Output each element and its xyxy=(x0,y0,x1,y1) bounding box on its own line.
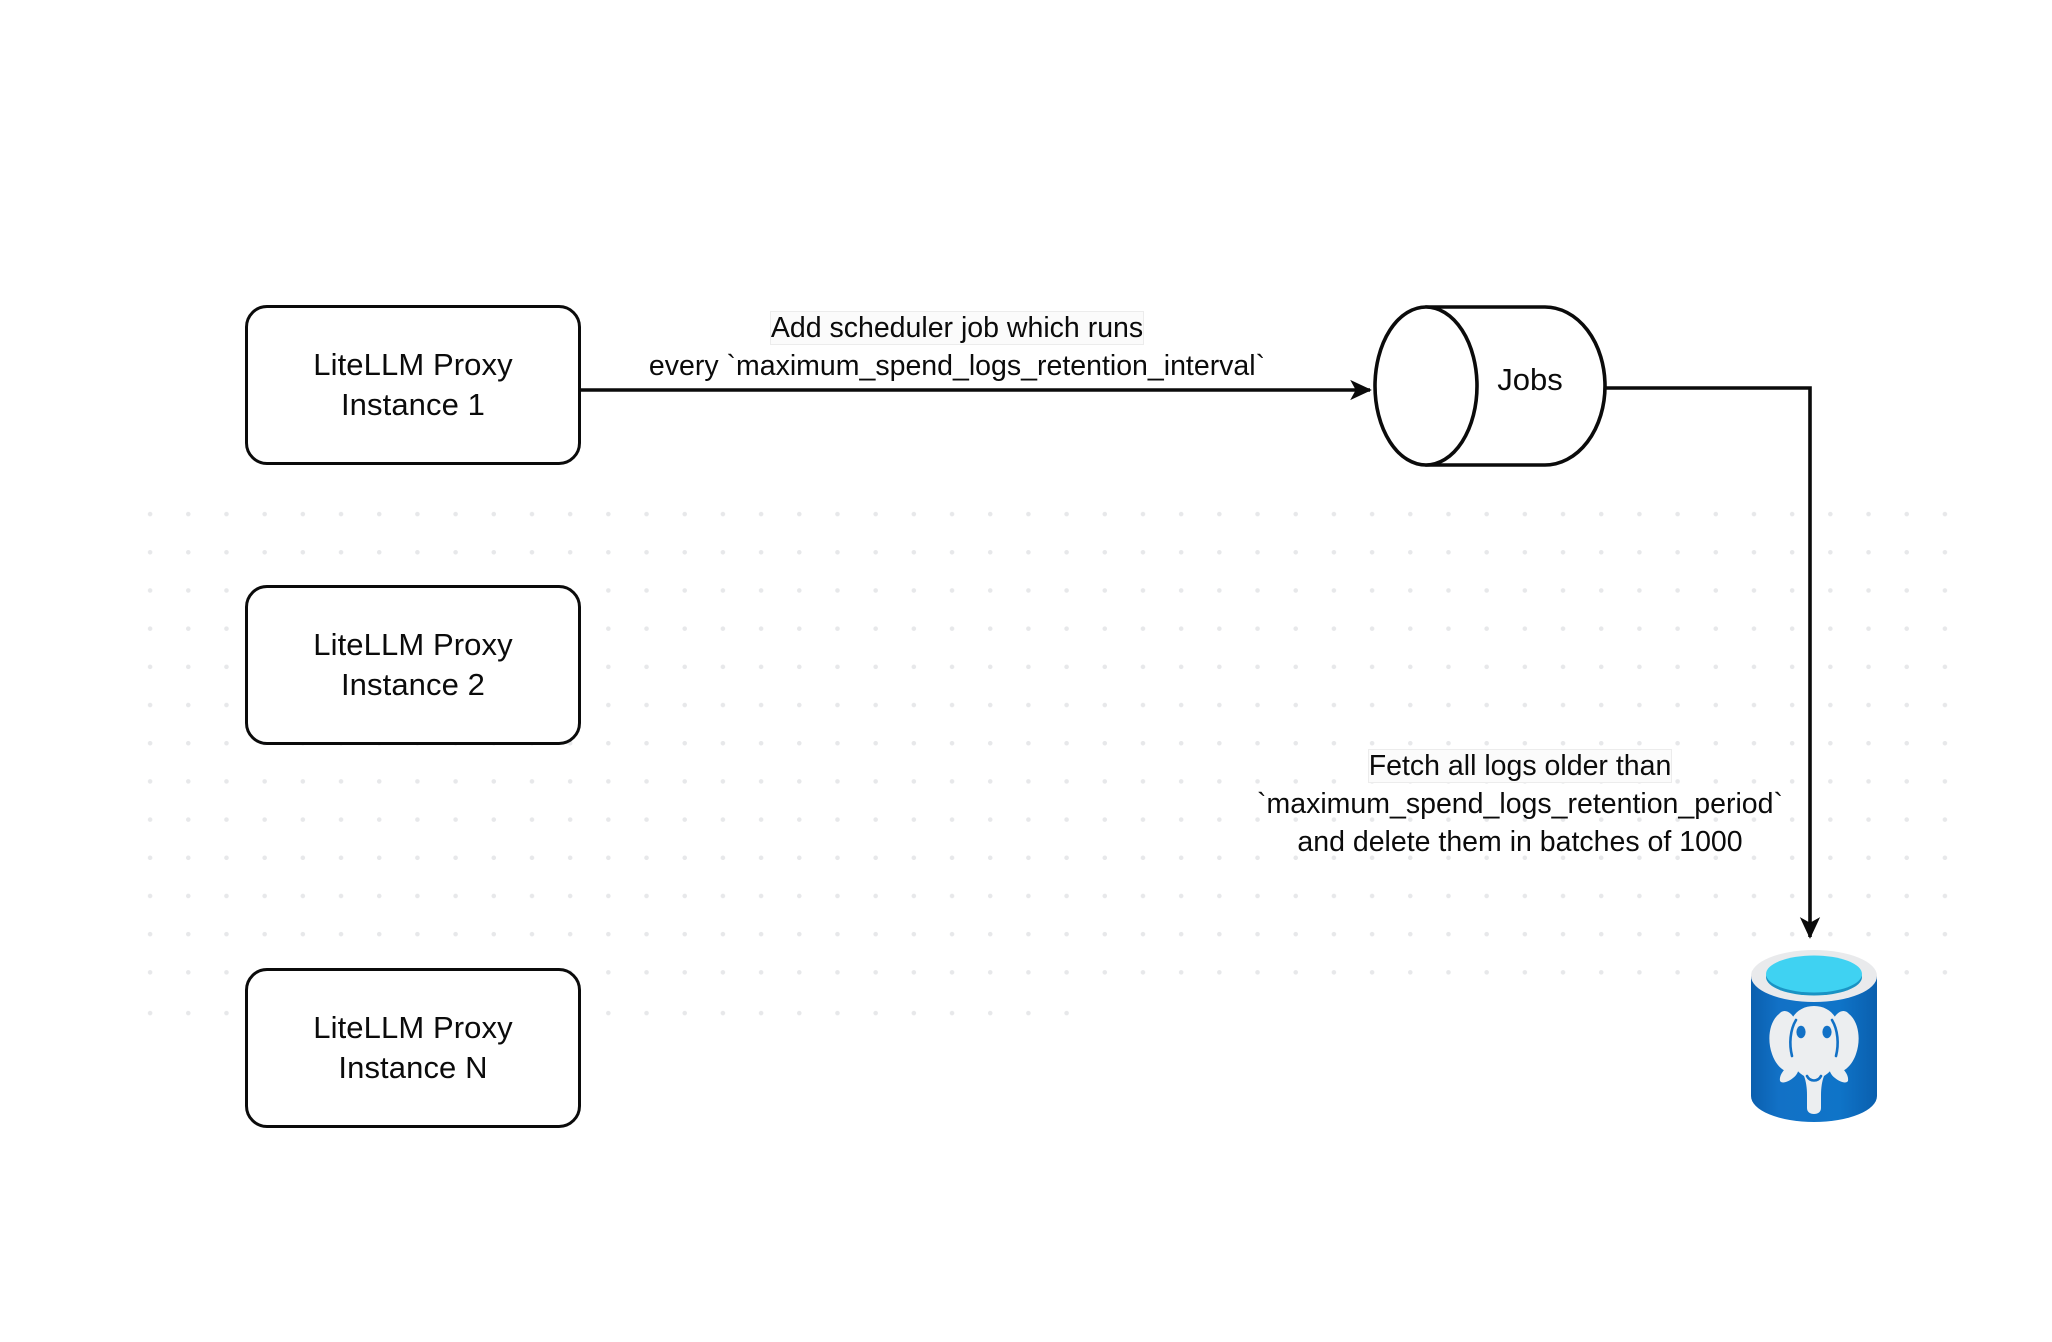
edge-label-scheduler-job: Add scheduler job which runs every `maxi… xyxy=(612,310,1302,386)
postgres-database-icon[interactable] xyxy=(1751,950,1877,1122)
node-label-jobs: Jobs xyxy=(1497,362,1563,397)
edge-label-line1: Add scheduler job which runs xyxy=(769,311,1145,345)
node-label-line1: LiteLLM Proxy xyxy=(313,1009,513,1045)
node-label-line2: Instance 1 xyxy=(340,387,486,422)
jobs-cylinder-shape[interactable] xyxy=(1373,305,1607,467)
node-label-line2: Instance N xyxy=(338,1050,488,1085)
node-proxy-instance-1[interactable]: LiteLLM Proxy Instance 1 xyxy=(245,305,581,465)
edge-jobs-to-postgres xyxy=(1604,386,1821,939)
node-label-line1: LiteLLM Proxy xyxy=(313,346,513,382)
postgres-elephant-contours xyxy=(1789,1018,1839,1082)
edge-label-line1: Fetch all logs older than xyxy=(1367,749,1673,783)
node-label-line1: LiteLLM Proxy xyxy=(313,626,513,662)
node-proxy-instance-n[interactable]: LiteLLM Proxy Instance N xyxy=(245,968,581,1128)
edge-label-fetch-delete: Fetch all logs older than `maximum_spend… xyxy=(1240,748,1800,862)
edge-label-line3: and delete them in batches of 1000 xyxy=(1297,825,1743,858)
edge-label-line2: every `maximum_spend_logs_retention_inte… xyxy=(648,349,1266,382)
node-label-line2: Instance 2 xyxy=(340,667,486,702)
arrow-line-jobs-to-postgres xyxy=(1604,386,1821,939)
node-proxy-instance-2[interactable]: LiteLLM Proxy Instance 2 xyxy=(245,585,581,745)
postgres-elephant-eyes xyxy=(1796,1025,1832,1039)
edge-label-line2: `maximum_spend_logs_retention_period` xyxy=(1257,787,1783,820)
